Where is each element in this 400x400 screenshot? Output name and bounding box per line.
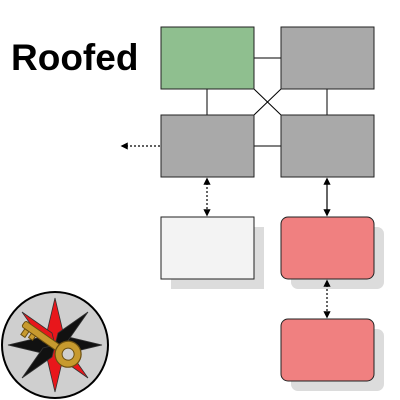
- box-gray-middle-right: [280, 114, 375, 178]
- connector-diagonal-up: [253, 88, 282, 116]
- compass-rose-with-key-icon: [1, 291, 109, 399]
- box-red-lower-right: [280, 216, 375, 280]
- box-gray-middle-left: [160, 114, 255, 178]
- box-green-top-left: [160, 26, 255, 90]
- diagram-title: Roofed: [11, 37, 139, 78]
- box-red-bottom: [280, 318, 375, 382]
- box-white-lower-left: [160, 216, 255, 280]
- grid-connectors: [206, 57, 328, 147]
- box-gray-top-right: [280, 26, 375, 90]
